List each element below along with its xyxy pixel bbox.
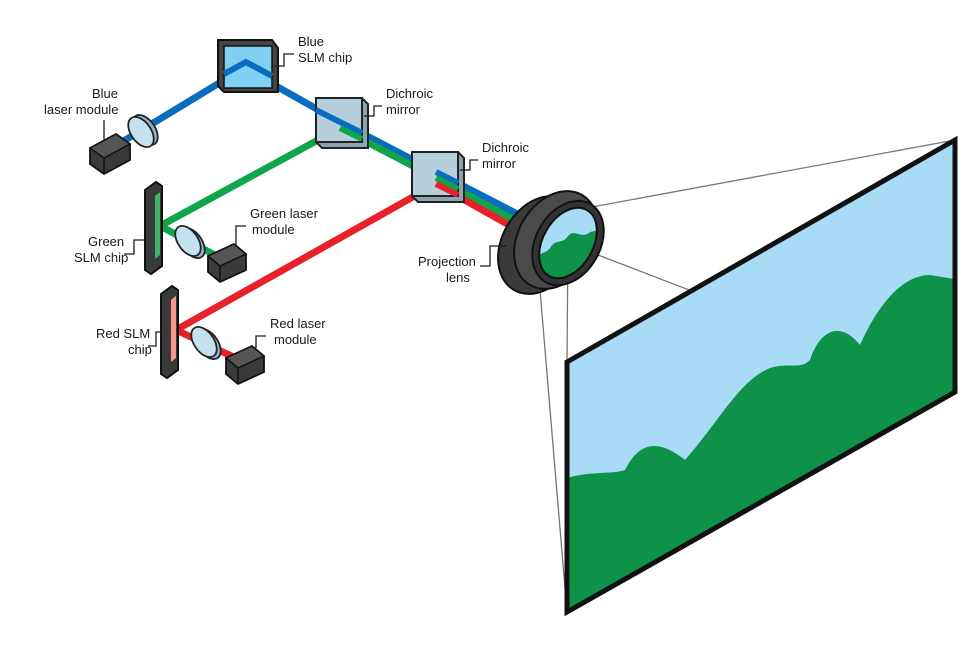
blue-collimating-lens [127,114,159,148]
svg-text:SLM chip: SLM chip [298,50,352,65]
label-green-slm-chip: Green SLM chip [74,234,146,265]
label-red-slm-chip: Red SLM chip [96,326,162,357]
svg-text:SLM chip: SLM chip [74,250,128,265]
label-dichroic-mirror-2: Dichroic mirror [460,140,529,171]
screen-hills [567,275,955,612]
svg-text:module: module [252,222,295,237]
red-slm-chip [160,284,179,380]
label-red-laser-module: Red laser module [255,316,326,348]
label-blue-laser-module: Blue laser module [44,86,118,140]
svg-text:Projection: Projection [418,254,476,269]
label-projection-lens: Projection lens [418,245,506,285]
svg-text:Red laser: Red laser [270,316,326,331]
svg-text:Dichroic: Dichroic [482,140,529,155]
label-dichroic-mirror-1: Dichroic mirror [364,86,433,117]
svg-text:lens: lens [446,270,470,285]
red-collimating-lens [190,326,222,360]
svg-text:mirror: mirror [482,156,517,171]
red-laser-module [224,344,266,386]
svg-text:mirror: mirror [386,102,421,117]
projection-screen-icon [564,135,958,617]
svg-text:laser module: laser module [44,102,118,117]
svg-text:Green laser: Green laser [250,206,319,221]
label-blue-slm-chip: Blue SLM chip [274,34,352,67]
projection-lens-icon [497,190,605,295]
blue-laser-module [88,132,132,176]
green-slm-chip [144,180,163,276]
green-laser-module [206,242,248,284]
blue-slm-chip [217,39,279,93]
svg-text:Red SLM: Red SLM [96,326,150,341]
svg-text:Dichroic: Dichroic [386,86,433,101]
svg-text:Blue: Blue [92,86,118,101]
svg-text:module: module [274,332,317,347]
green-collimating-lens [174,225,206,259]
label-green-laser-module: Green laser module [235,206,319,246]
svg-text:chip: chip [128,342,152,357]
svg-text:Green: Green [88,234,124,249]
svg-text:Blue: Blue [298,34,324,49]
